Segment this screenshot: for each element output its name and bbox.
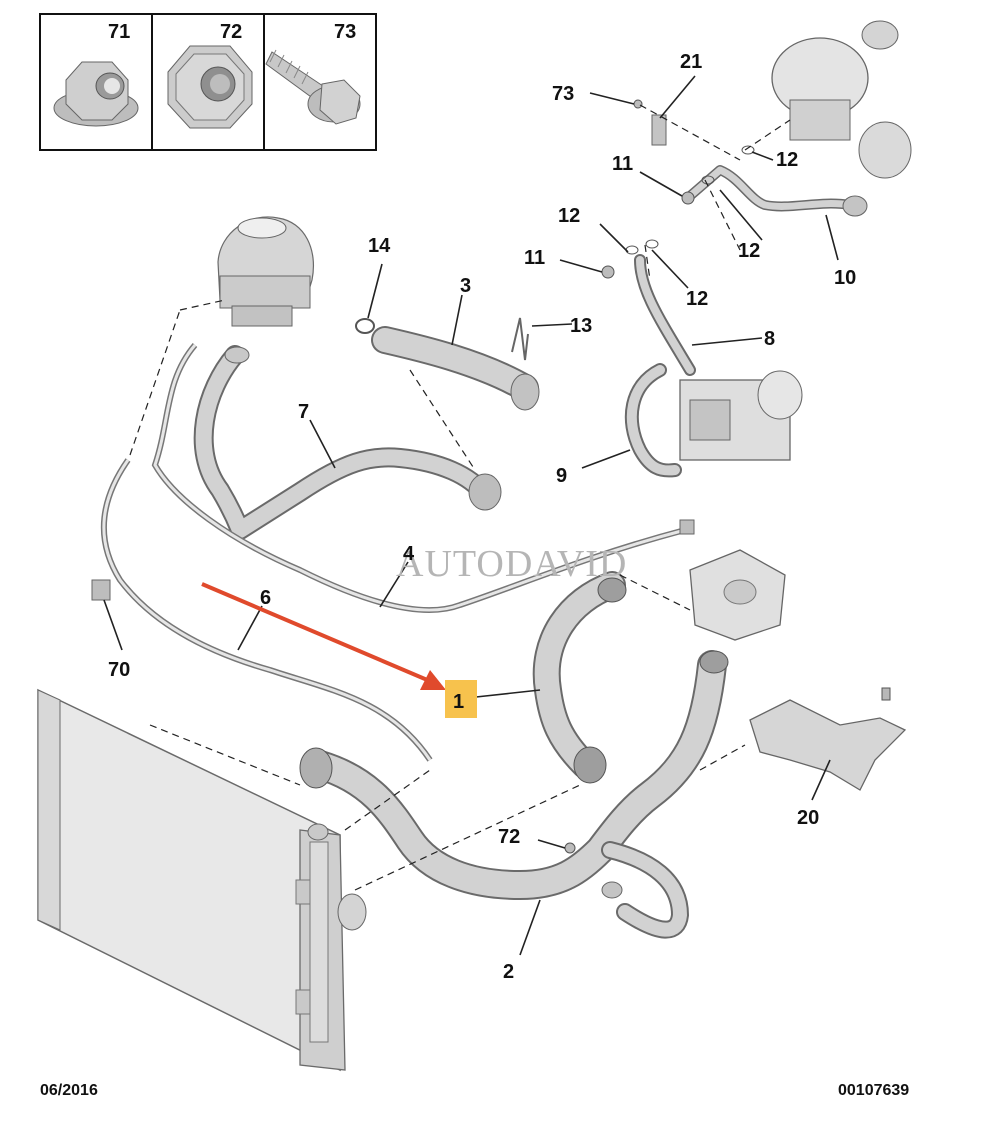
callout-3: 3 [460, 275, 471, 297]
callout-12-d: 12 [686, 288, 708, 310]
footer-date: 06/2016 [40, 1082, 98, 1099]
bracket-21 [651, 114, 667, 146]
callout-1: 1 [453, 691, 464, 713]
flange-bolt-icon [265, 49, 361, 125]
callout-73: 73 [552, 83, 574, 105]
hose-9 [624, 363, 682, 478]
callout-12-c: 12 [558, 205, 580, 227]
thermostat-housing [689, 549, 786, 641]
hose-1 [532, 571, 627, 784]
callout-12-b: 12 [738, 240, 760, 262]
expansion-tank [217, 216, 314, 327]
radiator [37, 688, 367, 1072]
turbocharger [771, 20, 912, 179]
hose-8 [634, 254, 696, 376]
hardware-label-72: 72 [220, 21, 242, 43]
callout-70: 70 [108, 659, 130, 681]
tube-3 [371, 326, 540, 411]
callout-7: 7 [298, 401, 309, 423]
o-ring-14 [355, 318, 375, 334]
callout-6: 6 [260, 587, 271, 609]
bracket-20 [749, 699, 907, 791]
callout-14: 14 [368, 235, 391, 257]
callout-20: 20 [797, 807, 819, 829]
callout-8: 8 [764, 328, 775, 350]
bolt-small [881, 687, 891, 701]
small-fasteners [564, 99, 755, 854]
callout-10: 10 [834, 267, 856, 289]
callout-21: 21 [680, 51, 702, 73]
footer-reference: 00107639 [838, 1082, 909, 1099]
callout-4: 4 [403, 543, 415, 565]
hose-2 [299, 650, 729, 939]
callout-11-lower: 11 [524, 247, 545, 269]
callout-9: 9 [556, 465, 567, 487]
part-1-highlight [445, 680, 477, 718]
leader-lines [103, 75, 839, 956]
clip-13 [511, 317, 529, 361]
callout-13: 13 [570, 315, 592, 337]
assembly-lines [129, 104, 791, 891]
hex-nut-icon [167, 45, 253, 129]
callout-11-upper: 11 [612, 153, 633, 175]
hardware-label-73: 73 [334, 21, 356, 43]
clip-70 [91, 579, 111, 601]
callout-labels: 1 2 3 4 6 7 8 9 10 11 11 12 12 12 12 13 … [108, 51, 856, 983]
callout-2: 2 [503, 961, 514, 983]
harness-4 [151, 343, 695, 614]
oil-cooler-module [679, 370, 803, 461]
watermark-text: AUTODAVID [396, 543, 627, 585]
harness-6 [91, 458, 433, 762]
callout-12-a: 12 [776, 149, 798, 171]
highlight-arrow [201, 582, 446, 690]
pipe-10 [685, 165, 868, 217]
callout-72: 72 [498, 826, 520, 848]
hardware-label-71: 71 [108, 21, 130, 43]
flange-nut-icon [53, 61, 139, 127]
hose-7 [193, 345, 502, 540]
hardware-box: 71 72 73 [39, 13, 377, 151]
